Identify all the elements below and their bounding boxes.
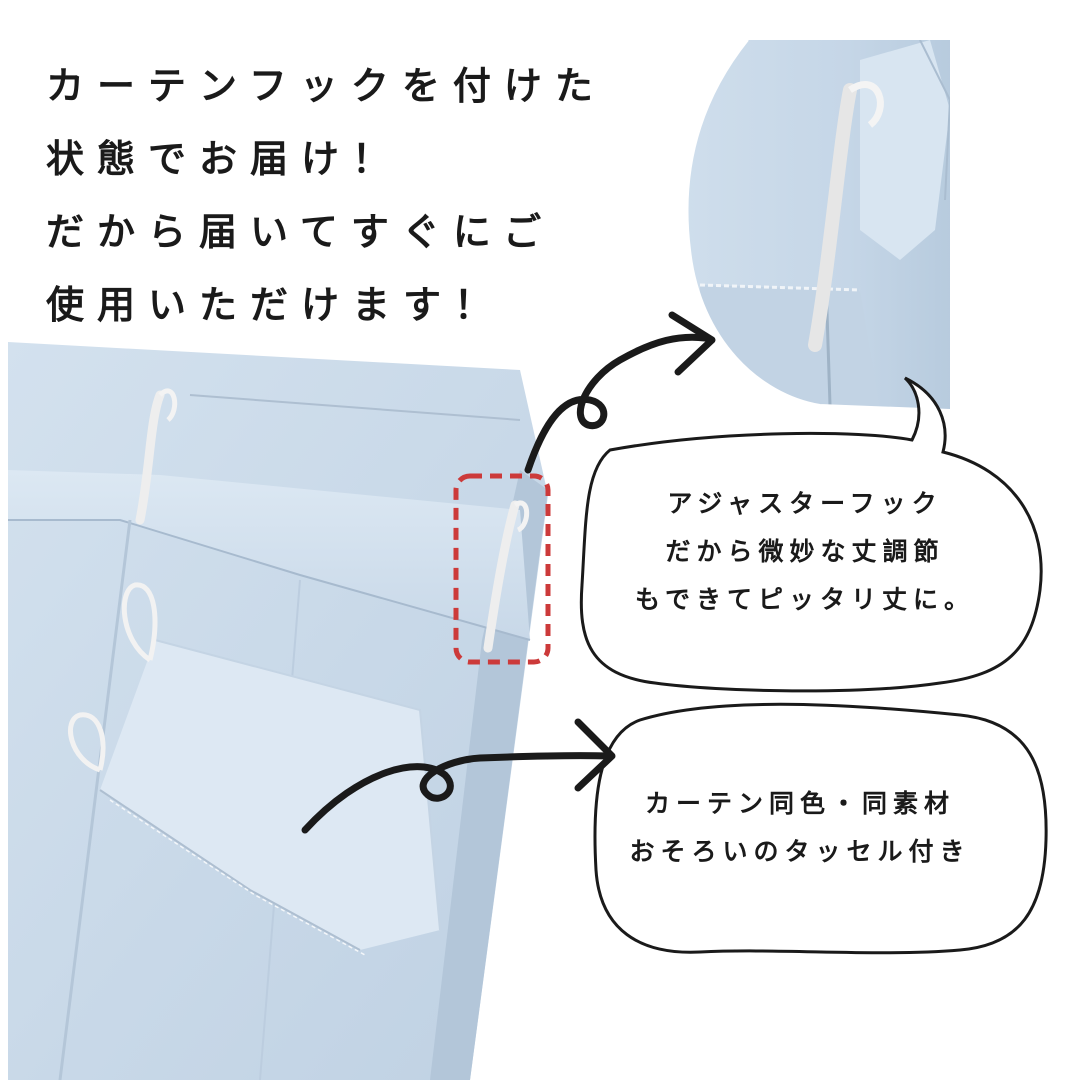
callout-line: もできてピッタリ丈に。 bbox=[634, 585, 975, 614]
callout-tassel: カーテン同色・同素材 おそろいのタッセル付き bbox=[600, 780, 1000, 876]
callout-line: おそろいのタッセル付き bbox=[629, 837, 971, 866]
arrow-icon bbox=[524, 311, 716, 474]
tassel-loop-icon bbox=[68, 582, 158, 773]
speech-bubble bbox=[579, 376, 1043, 693]
callout-line: だから微妙な丈調節 bbox=[665, 537, 945, 566]
speech-bubble bbox=[593, 702, 1048, 955]
headline-line: 使用いただけます！ bbox=[46, 283, 506, 327]
curtain-photo bbox=[8, 342, 551, 1080]
hook-highlight-box bbox=[453, 473, 551, 665]
headline-line: 状態でお届け！ bbox=[46, 137, 404, 181]
callout-line: アジャスターフック bbox=[667, 489, 943, 518]
hook-closeup-photo bbox=[687, 40, 950, 410]
callout-adjuster-hook: アジャスターフック だから微妙な丈調節 もできてピッタリ丈に。 bbox=[600, 480, 1010, 624]
headline: カーテンフックを付けた 状態でお届け！ だから届いてすぐにご 使用いただけます！ bbox=[46, 50, 686, 342]
callout-line: カーテン同色・同素材 bbox=[644, 789, 955, 818]
headline-line: カーテンフックを付けた bbox=[46, 64, 606, 108]
arrow-icon bbox=[301, 718, 616, 834]
curtain-hook-icon bbox=[135, 388, 178, 525]
tassel bbox=[99, 639, 441, 956]
headline-line: だから届いてすぐにご bbox=[46, 210, 555, 254]
adjuster-hook-icon bbox=[483, 500, 530, 653]
